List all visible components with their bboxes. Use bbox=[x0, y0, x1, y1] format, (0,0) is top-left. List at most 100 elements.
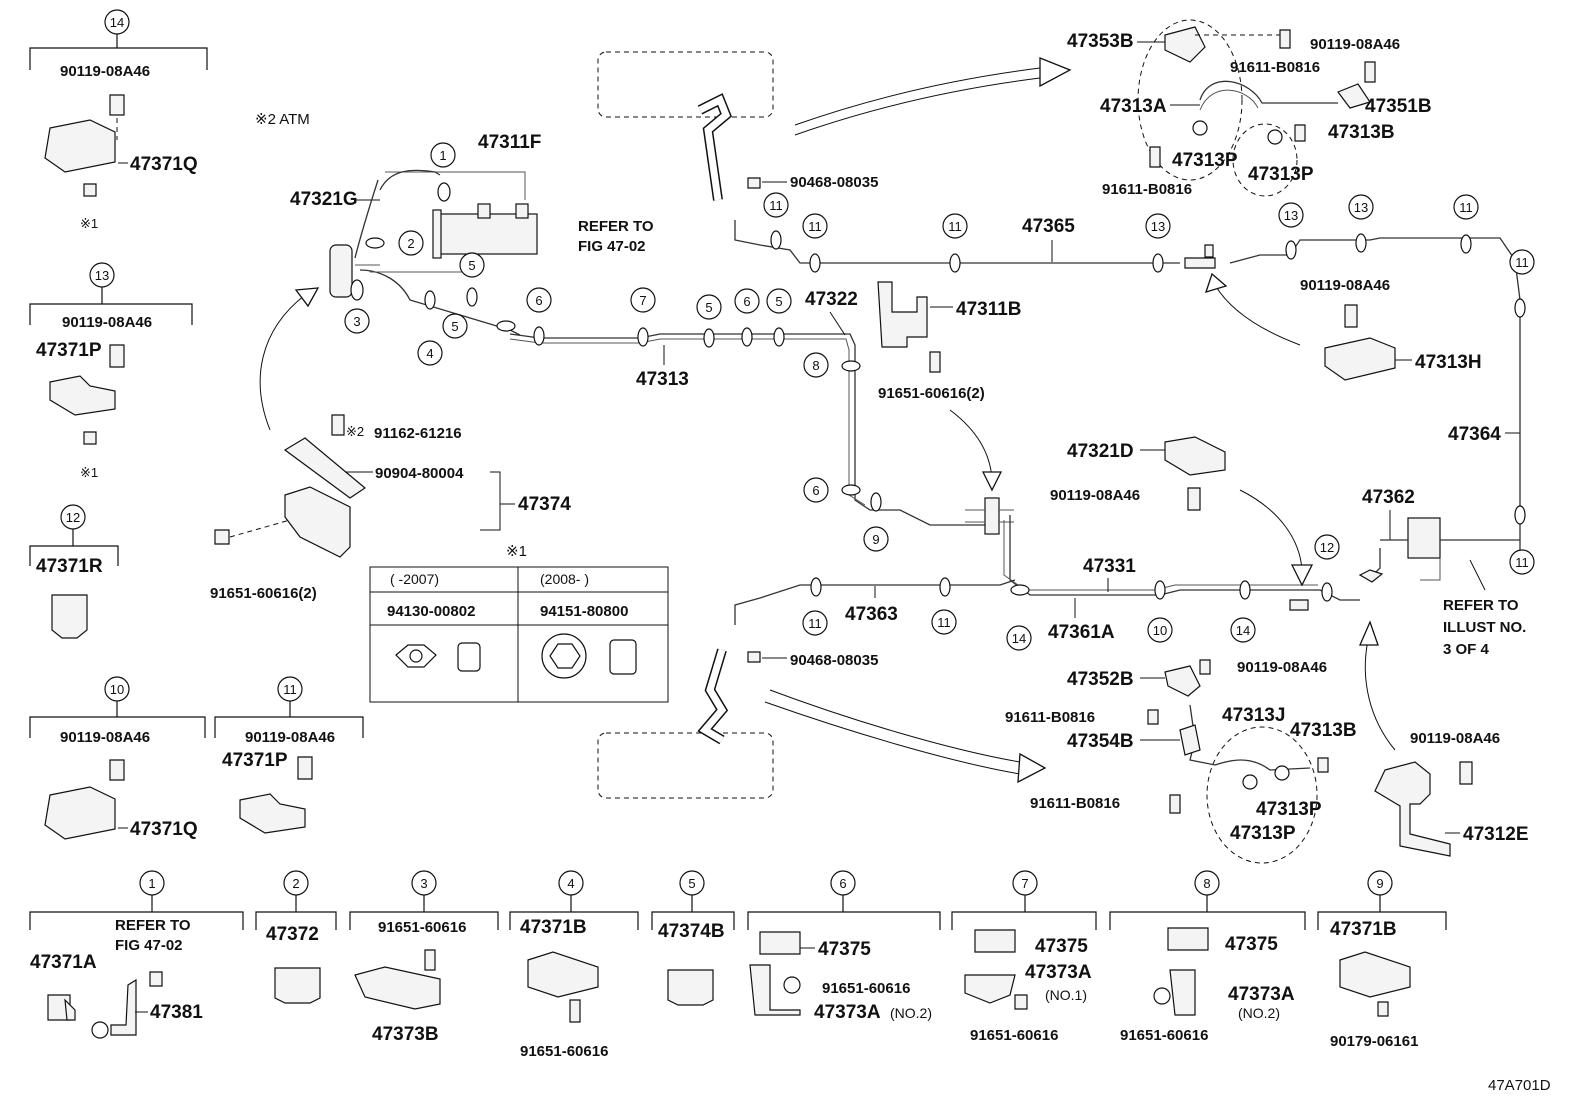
svg-text:5: 5 bbox=[468, 258, 475, 273]
master-cylinder-area: 47311F 47321G REFER TO FIG 47-02 bbox=[290, 132, 654, 336]
svg-text:91611-B0816: 91611-B0816 bbox=[1230, 59, 1320, 76]
svg-text:14: 14 bbox=[1236, 623, 1250, 638]
bottom-group-7: 7 47375 47373A (NO.1) 91651-60616 bbox=[951, 870, 1097, 1044]
svg-text:90119-08A46: 90119-08A46 bbox=[1300, 277, 1390, 294]
svg-text:14: 14 bbox=[1012, 631, 1026, 646]
svg-text:47313P: 47313P bbox=[1248, 164, 1314, 185]
bottom-group-6: 6 47375 91651-60616 47373A (NO.2) bbox=[747, 870, 941, 1023]
left-group-14: 14 90119-08A46 47371Q ※1 bbox=[29, 9, 208, 231]
svg-text:ILLUST NO.: ILLUST NO. bbox=[1443, 619, 1526, 636]
svg-text:1: 1 bbox=[439, 148, 446, 163]
right-middle-area: 47321D 90119-08A46 47362 REFER TO ILLUST… bbox=[1050, 436, 1526, 658]
svg-text:47351B: 47351B bbox=[1365, 96, 1432, 117]
svg-text:13: 13 bbox=[1151, 219, 1165, 234]
svg-text:90119-08A46: 90119-08A46 bbox=[1237, 659, 1327, 676]
lower-stub: 90468-08035 bbox=[597, 648, 1047, 799]
bolt-icon bbox=[1344, 304, 1358, 328]
svg-text:7: 7 bbox=[1021, 876, 1028, 891]
svg-text:FIG 47-02: FIG 47-02 bbox=[578, 238, 646, 255]
svg-text:47375: 47375 bbox=[1035, 936, 1088, 957]
svg-text:47371A: 47371A bbox=[30, 952, 97, 973]
svg-text:47313: 47313 bbox=[636, 369, 689, 390]
bracket-47353B-icon bbox=[1164, 26, 1206, 63]
bolt-icon bbox=[1364, 61, 1376, 83]
svg-text:※1: ※1 bbox=[80, 216, 98, 231]
bottom-group-1: 1 REFER TO FIG 47-02 47371A 47381 bbox=[29, 870, 244, 1039]
svg-text:47362: 47362 bbox=[1362, 487, 1415, 508]
svg-text:47321G: 47321G bbox=[290, 189, 358, 210]
svg-text:REFER TO: REFER TO bbox=[115, 917, 191, 934]
svg-text:47354B: 47354B bbox=[1067, 731, 1134, 752]
line-47313: 6 7 5 6 5 47313 47322 8 6 9 bbox=[509, 287, 985, 552]
bolt-icon bbox=[929, 351, 941, 373]
svg-text:6: 6 bbox=[839, 876, 846, 891]
svg-text:90119-08A46: 90119-08A46 bbox=[245, 729, 335, 746]
clamp-p-icon bbox=[49, 375, 116, 416]
svg-text:91651-60616(2): 91651-60616(2) bbox=[878, 385, 985, 402]
svg-text:( -2007): ( -2007) bbox=[390, 571, 439, 587]
clip-47375-icon bbox=[1167, 927, 1209, 951]
svg-text:47371P: 47371P bbox=[222, 750, 288, 771]
svg-text:47364: 47364 bbox=[1448, 424, 1501, 445]
svg-text:91611-B0816: 91611-B0816 bbox=[1030, 795, 1120, 812]
bracket-47352B-icon bbox=[1164, 665, 1201, 697]
bolt-icon bbox=[1279, 29, 1291, 49]
clip-47374B-icon bbox=[667, 969, 714, 1006]
svg-text:47374B: 47374B bbox=[658, 921, 725, 942]
bolt-icon bbox=[297, 756, 313, 780]
svg-text:90119-08A46: 90119-08A46 bbox=[1050, 487, 1140, 504]
clip-icon bbox=[747, 177, 761, 189]
svg-text:11: 11 bbox=[1459, 200, 1473, 215]
svg-text:91651-60616: 91651-60616 bbox=[378, 919, 466, 936]
svg-text:47371P: 47371P bbox=[36, 340, 102, 361]
svg-text:※1: ※1 bbox=[80, 465, 98, 480]
bottom-group-4: 4 47371B 91651-60616 bbox=[509, 870, 639, 1060]
valve-47362-icon bbox=[1407, 517, 1441, 559]
svg-text:90119-08A46: 90119-08A46 bbox=[60, 729, 150, 746]
bolt-icon bbox=[1169, 794, 1181, 814]
clamp-47321D-icon bbox=[1164, 436, 1226, 476]
svg-text:90468-08035: 90468-08035 bbox=[790, 652, 878, 669]
svg-text:14: 14 bbox=[110, 15, 124, 30]
svg-text:5: 5 bbox=[775, 294, 782, 309]
svg-text:FIG 47-02: FIG 47-02 bbox=[115, 937, 183, 954]
bracket-47373B-icon bbox=[354, 966, 441, 1010]
bracket-47351B-icon bbox=[1337, 83, 1371, 109]
svg-text:91611-B0816: 91611-B0816 bbox=[1102, 181, 1192, 198]
svg-text:47312E: 47312E bbox=[1463, 824, 1529, 845]
svg-text:47371Q: 47371Q bbox=[130, 154, 198, 175]
svg-text:47321D: 47321D bbox=[1067, 441, 1134, 462]
svg-text:91651-60616: 91651-60616 bbox=[822, 980, 910, 997]
left-group-10: 10 90119-08A46 47371Q bbox=[29, 676, 206, 840]
svg-text:47371B: 47371B bbox=[520, 917, 587, 938]
svg-text:12: 12 bbox=[66, 510, 80, 525]
plate-icon bbox=[283, 437, 367, 499]
svg-text:3 OF 4: 3 OF 4 bbox=[1443, 641, 1490, 658]
bracket-47312E-icon bbox=[1374, 761, 1451, 857]
svg-text:47372: 47372 bbox=[266, 924, 319, 945]
svg-text:REFER TO: REFER TO bbox=[578, 218, 654, 235]
svg-text:(NO.1): (NO.1) bbox=[1045, 987, 1087, 1003]
clip-r-icon bbox=[51, 594, 88, 639]
clamp-47371B-icon bbox=[527, 951, 599, 998]
clip-47372-icon bbox=[274, 967, 321, 1004]
clamp-47371B-icon bbox=[1339, 951, 1411, 998]
svg-text:91651-60616(2): 91651-60616(2) bbox=[210, 585, 317, 602]
svg-text:47331: 47331 bbox=[1083, 556, 1136, 577]
bolt-icon bbox=[1187, 487, 1201, 511]
svg-text:91162-61216: 91162-61216 bbox=[374, 425, 462, 442]
svg-text:90904-80004: 90904-80004 bbox=[375, 465, 464, 482]
svg-text:47313A: 47313A bbox=[1100, 96, 1167, 117]
svg-text:47311B: 47311B bbox=[956, 299, 1022, 320]
svg-text:47363: 47363 bbox=[845, 604, 898, 625]
left-group-13: 13 90119-08A46 47371P ※1 bbox=[29, 262, 193, 480]
bolt-icon bbox=[109, 344, 125, 368]
bolt-icon bbox=[1147, 709, 1159, 725]
svg-text:47313B: 47313B bbox=[1290, 720, 1357, 741]
svg-text:91651-60616: 91651-60616 bbox=[520, 1043, 608, 1060]
svg-text:13: 13 bbox=[1284, 208, 1298, 223]
svg-text:47373B: 47373B bbox=[372, 1024, 439, 1045]
svg-text:47313P: 47313P bbox=[1230, 823, 1296, 844]
bolt-icon bbox=[109, 759, 125, 781]
